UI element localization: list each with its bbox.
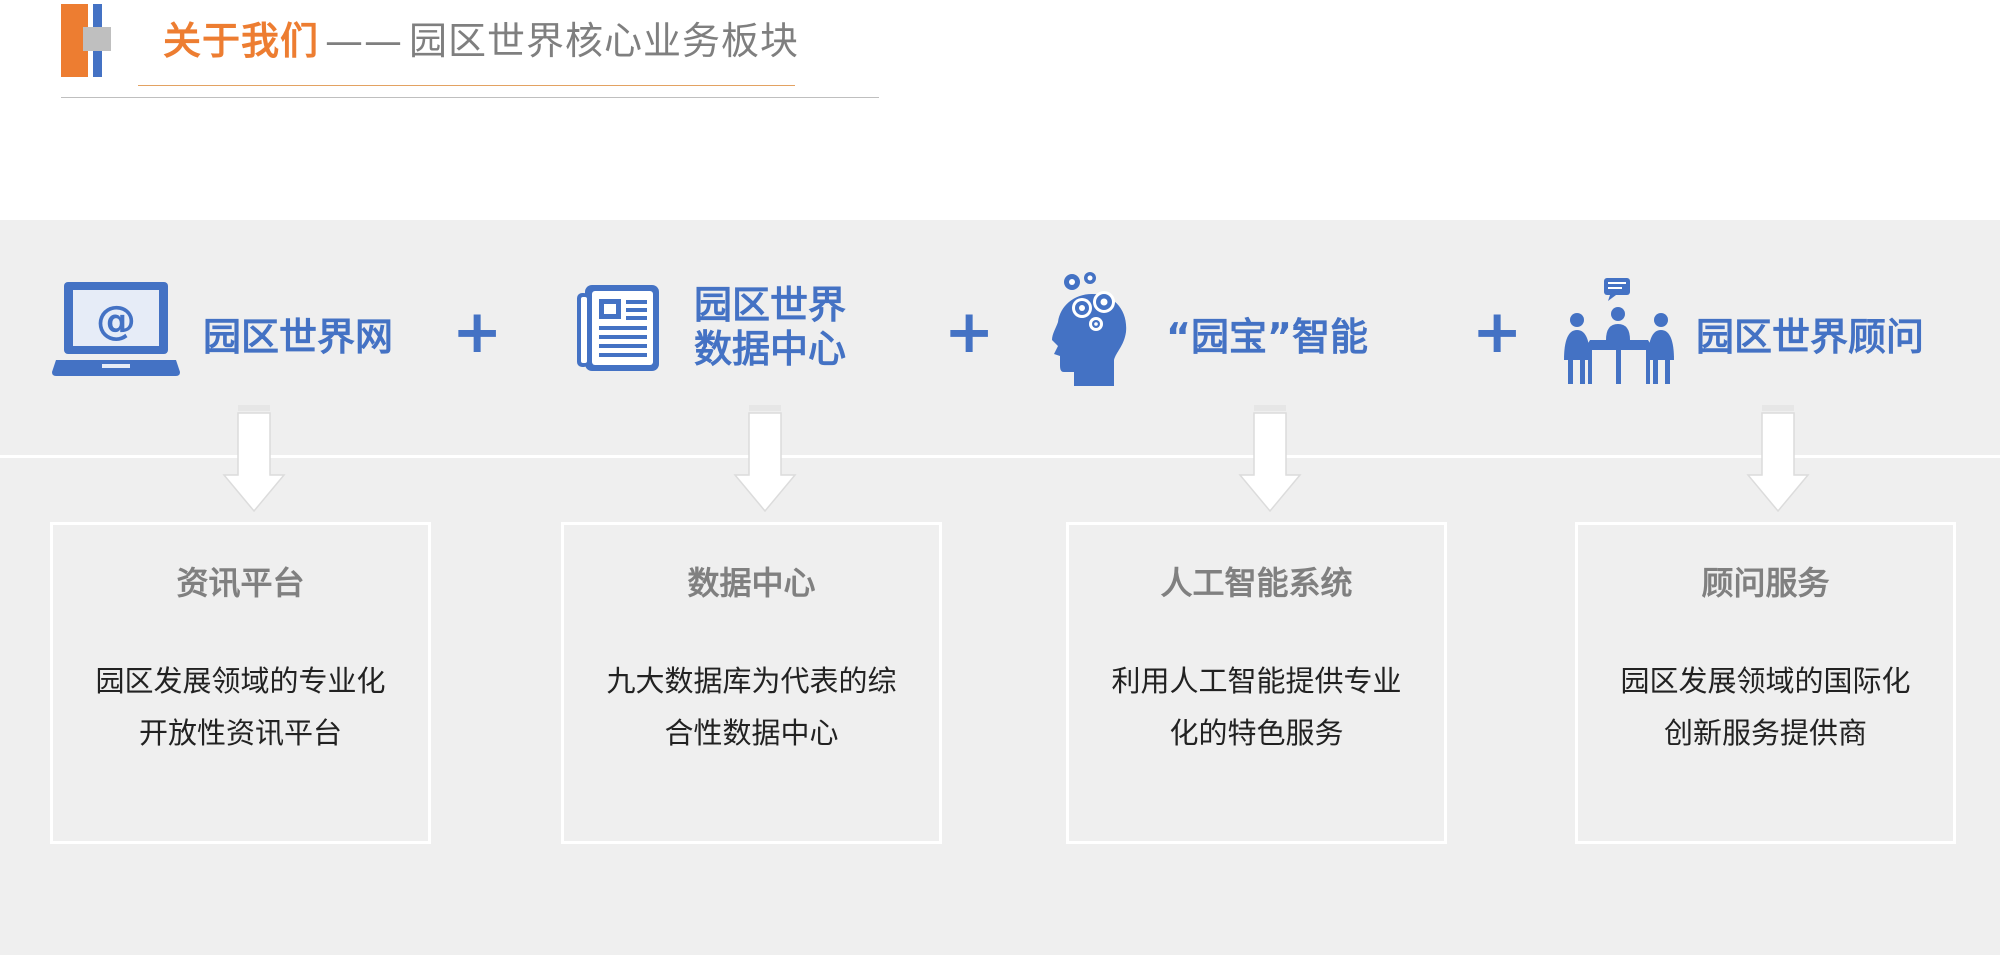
card-description-line2: 化的特色服务	[1169, 716, 1344, 750]
plus-sign-3: +	[1472, 297, 1523, 367]
newspaper-icon	[577, 285, 659, 371]
card-data-center: 数据中心 九大数据库为代表的综 合性数据中心	[561, 522, 942, 844]
down-arrow-icon	[222, 405, 286, 513]
item-label-data-center: 园区世界 数据中心	[694, 283, 846, 371]
card-description: 园区发展领域的专业化 开放性资讯平台	[73, 655, 408, 759]
down-arrow-icon	[733, 405, 797, 513]
card-description-line2: 合性数据中心	[664, 716, 839, 750]
plus-sign-1: +	[452, 297, 503, 367]
page-title-separator: ——	[325, 19, 404, 63]
card-description: 园区发展领域的国际化 创新服务提供商	[1598, 655, 1933, 759]
card-ai-system: 人工智能系统 利用人工智能提供专业 化的特色服务	[1066, 522, 1447, 844]
down-arrow-icon	[1238, 405, 1302, 513]
card-title: 资讯平台	[176, 564, 305, 602]
card-description-line1: 利用人工智能提供专业	[1111, 664, 1402, 698]
header-divider	[61, 97, 879, 98]
item-label-web: 园区世界网	[203, 315, 394, 359]
item-label-data-center-line2: 数据中心	[694, 327, 847, 371]
card-info-platform: 资讯平台 园区发展领域的专业化 开放性资讯平台	[50, 522, 431, 844]
meeting-people-icon	[1564, 278, 1674, 384]
card-consulting-service: 顾问服务 园区发展领域的国际化 创新服务提供商	[1575, 522, 1956, 844]
page-title-highlight: 关于我们	[163, 19, 320, 63]
card-description-line1: 九大数据库为代表的综	[606, 664, 897, 698]
item-label-consulting: 园区世界顾问	[1696, 315, 1925, 359]
item-label-ai: “园宝”智能	[1166, 315, 1368, 359]
down-arrow-icon	[1746, 405, 1810, 513]
card-title: 顾问服务	[1701, 564, 1830, 602]
card-description: 九大数据库为代表的综 合性数据中心	[584, 655, 919, 759]
item-label-data-center-line1: 园区世界	[694, 283, 847, 327]
card-title: 人工智能系统	[1160, 564, 1353, 602]
band-divider	[0, 455, 2000, 458]
card-title: 数据中心	[687, 564, 816, 602]
page-title-rest: 园区世界核心业务板块	[409, 19, 800, 63]
title-underline	[138, 85, 795, 86]
head-gears-icon	[1052, 272, 1127, 386]
plus-sign-2: +	[944, 297, 995, 367]
card-description-line1: 园区发展领域的专业化	[95, 664, 386, 698]
card-description-line1: 园区发展领域的国际化	[1620, 664, 1911, 698]
card-description: 利用人工智能提供专业 化的特色服务	[1089, 655, 1424, 759]
logo-gray-block	[83, 27, 111, 51]
laptop-email-icon: @	[52, 282, 180, 376]
card-description-line2: 创新服务提供商	[1663, 716, 1867, 750]
logo	[61, 4, 111, 77]
svg-text:@: @	[96, 298, 136, 344]
page-title: 关于我们——园区世界核心业务板块	[163, 16, 799, 66]
card-description-line2: 开放性资讯平台	[138, 716, 342, 750]
